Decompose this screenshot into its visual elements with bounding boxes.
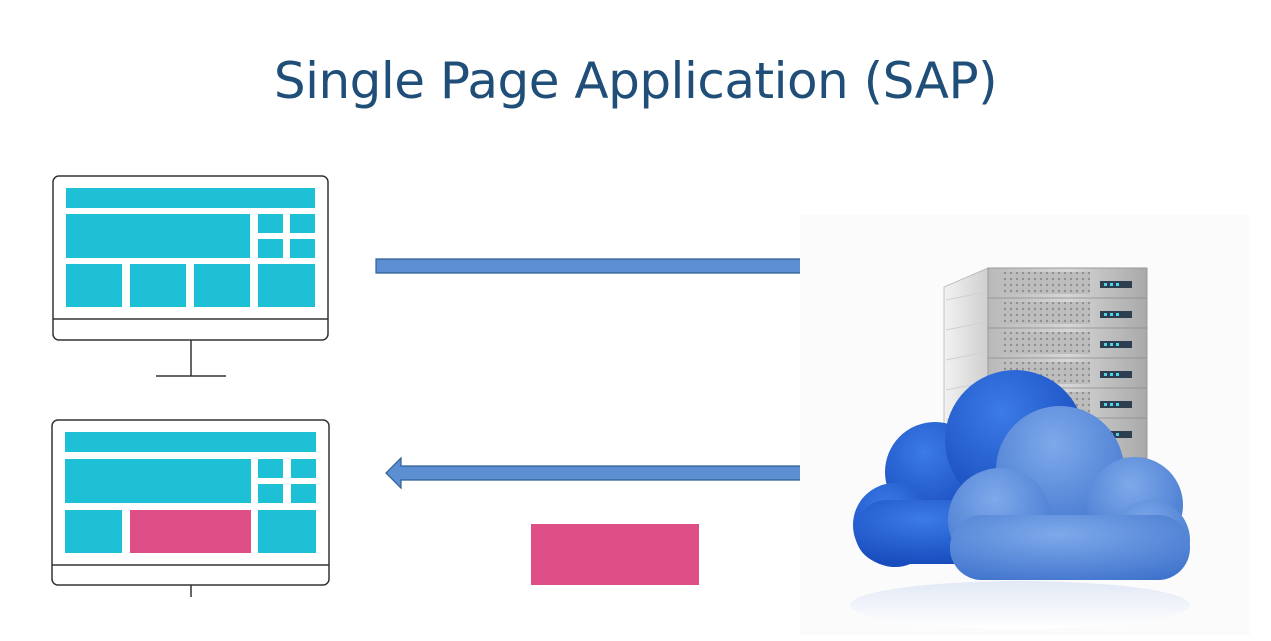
- bottom-monitor-layout: [65, 432, 316, 553]
- top-monitor-layout: [66, 188, 315, 307]
- bottom-header-panel: [65, 432, 316, 452]
- bottom-bottom-panel: [65, 510, 122, 553]
- cloud-icon: [850, 370, 1190, 629]
- top-small-panel: [290, 239, 315, 258]
- bottom-small-panel: [258, 459, 283, 478]
- bottom-small-panel: [291, 459, 316, 478]
- slide-title: Single Page Application (SAP): [273, 52, 998, 110]
- updated-panel: [130, 510, 251, 553]
- top-bottom-panel: [66, 264, 122, 307]
- top-bottom-panel: [130, 264, 186, 307]
- top-header-panel: [66, 188, 315, 208]
- top-monitor-icon: [52, 175, 329, 377]
- bottom-main-panel: [65, 459, 251, 503]
- top-small-panel: [258, 239, 283, 258]
- top-small-panel: [290, 214, 315, 233]
- bottom-bottom-panel: [258, 510, 316, 553]
- top-main-panel: [66, 214, 250, 258]
- bottom-small-panel: [291, 484, 316, 503]
- top-bottom-panel: [258, 264, 315, 307]
- bottom-monitor-icon: [51, 419, 330, 597]
- top-bottom-panel: [194, 264, 250, 307]
- top-small-panel: [258, 214, 283, 233]
- bottom-small-panel: [258, 484, 283, 503]
- response-arrow-icon: [385, 456, 846, 490]
- payload-block-icon: [531, 524, 699, 585]
- cloud-front: [948, 406, 1190, 580]
